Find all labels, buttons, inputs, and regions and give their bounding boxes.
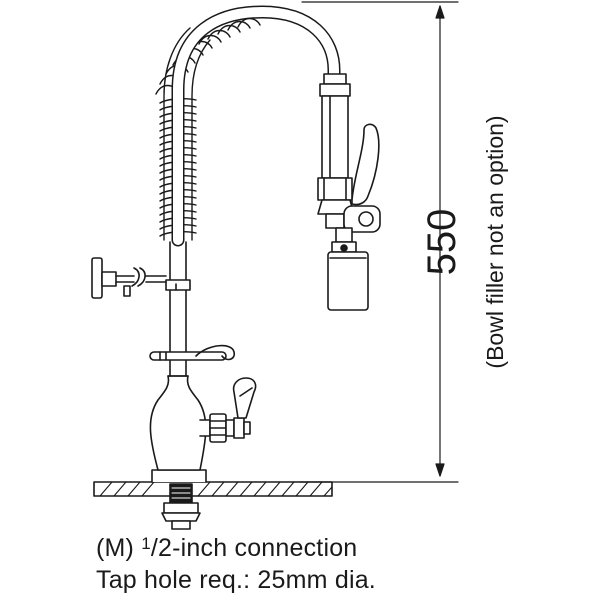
connection-caption: (M) 1/2-inch connection	[96, 534, 357, 563]
counter-hatching	[99, 481, 333, 497]
spray-holder-hook	[149, 344, 236, 361]
spray-valve	[317, 73, 381, 311]
fraction-numerator: 1	[141, 534, 151, 553]
dimension-note: (Bowl filler not an option)	[482, 115, 508, 368]
dimension-label-group: 550 (Bowl filler not an option)	[420, 115, 508, 368]
tap-hole-caption: Tap hole req.: 25mm dia.	[96, 566, 376, 594]
connection-suffix: -inch connection	[172, 534, 358, 562]
dimension-line	[299, 1, 459, 483]
flexible-hose	[171, 5, 341, 247]
wall-bracket	[91, 257, 167, 299]
dimension-value: 550	[420, 209, 464, 276]
valve-lever-handle	[232, 377, 257, 419]
counter-top	[93, 481, 333, 497]
faucet-body	[149, 375, 251, 483]
connection-fraction: 1/2	[141, 534, 173, 562]
mounting-shank	[161, 483, 201, 530]
fraction-denominator: 2	[158, 534, 173, 562]
spray-trigger-handle	[351, 123, 380, 206]
connection-prefix: (M)	[96, 534, 135, 562]
